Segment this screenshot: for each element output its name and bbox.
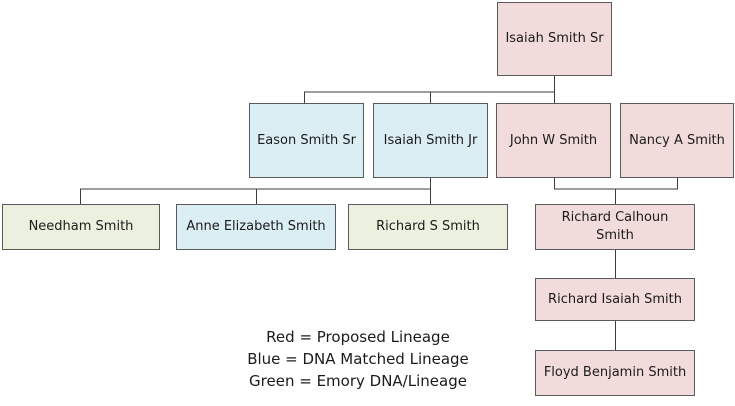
person-name: Nancy A Smith bbox=[629, 132, 725, 148]
person-name: Richard S Smith bbox=[376, 219, 480, 235]
person-box-isaiah-smith-jr: Isaiah Smith Jr bbox=[373, 103, 488, 178]
person-name: Isaiah Smith Sr bbox=[505, 31, 604, 47]
legend-red: Red = Proposed Lineage bbox=[266, 328, 450, 346]
connector-isaiah-jr-children bbox=[80, 178, 431, 204]
legend-blue: Blue = DNA Matched Lineage bbox=[247, 350, 469, 368]
person-box-anne-elizabeth-smith: Anne Elizabeth Smith bbox=[176, 204, 336, 250]
person-box-eason-smith-sr: Eason Smith Sr bbox=[249, 103, 364, 178]
person-name: Isaiah Smith Jr bbox=[383, 132, 478, 148]
person-box-john-w-smith: John W Smith bbox=[496, 103, 611, 178]
person-box-richard-s-smith: Richard S Smith bbox=[348, 204, 508, 250]
color-legend: Red = Proposed Lineage Blue = DNA Matche… bbox=[228, 326, 488, 392]
person-box-needham-smith: Needham Smith bbox=[2, 204, 160, 250]
legend-green: Green = Emory DNA/Lineage bbox=[249, 372, 467, 390]
person-name: Richard Calhoun Smith bbox=[561, 210, 669, 243]
connector-parents-richard-calhoun bbox=[554, 178, 678, 204]
person-name: Richard Isaiah Smith bbox=[548, 291, 682, 307]
person-name: John W Smith bbox=[509, 132, 598, 148]
person-box-floyd-benjamin-smith: Floyd Benjamin Smith bbox=[535, 350, 695, 396]
person-box-richard-calhoun-smith: Richard Calhoun Smith bbox=[535, 204, 695, 250]
person-name: Eason Smith Sr bbox=[257, 132, 356, 148]
person-name: Floyd Benjamin Smith bbox=[543, 365, 687, 381]
person-box-isaiah-smith-sr: Isaiah Smith Sr bbox=[497, 2, 612, 76]
person-name: Needham Smith bbox=[28, 219, 134, 235]
connector-isaiah-sr-children bbox=[304, 76, 555, 103]
person-box-nancy-a-smith: Nancy A Smith bbox=[620, 103, 734, 178]
person-name: Anne Elizabeth Smith bbox=[186, 219, 326, 235]
person-box-richard-isaiah-smith: Richard Isaiah Smith bbox=[535, 278, 695, 321]
